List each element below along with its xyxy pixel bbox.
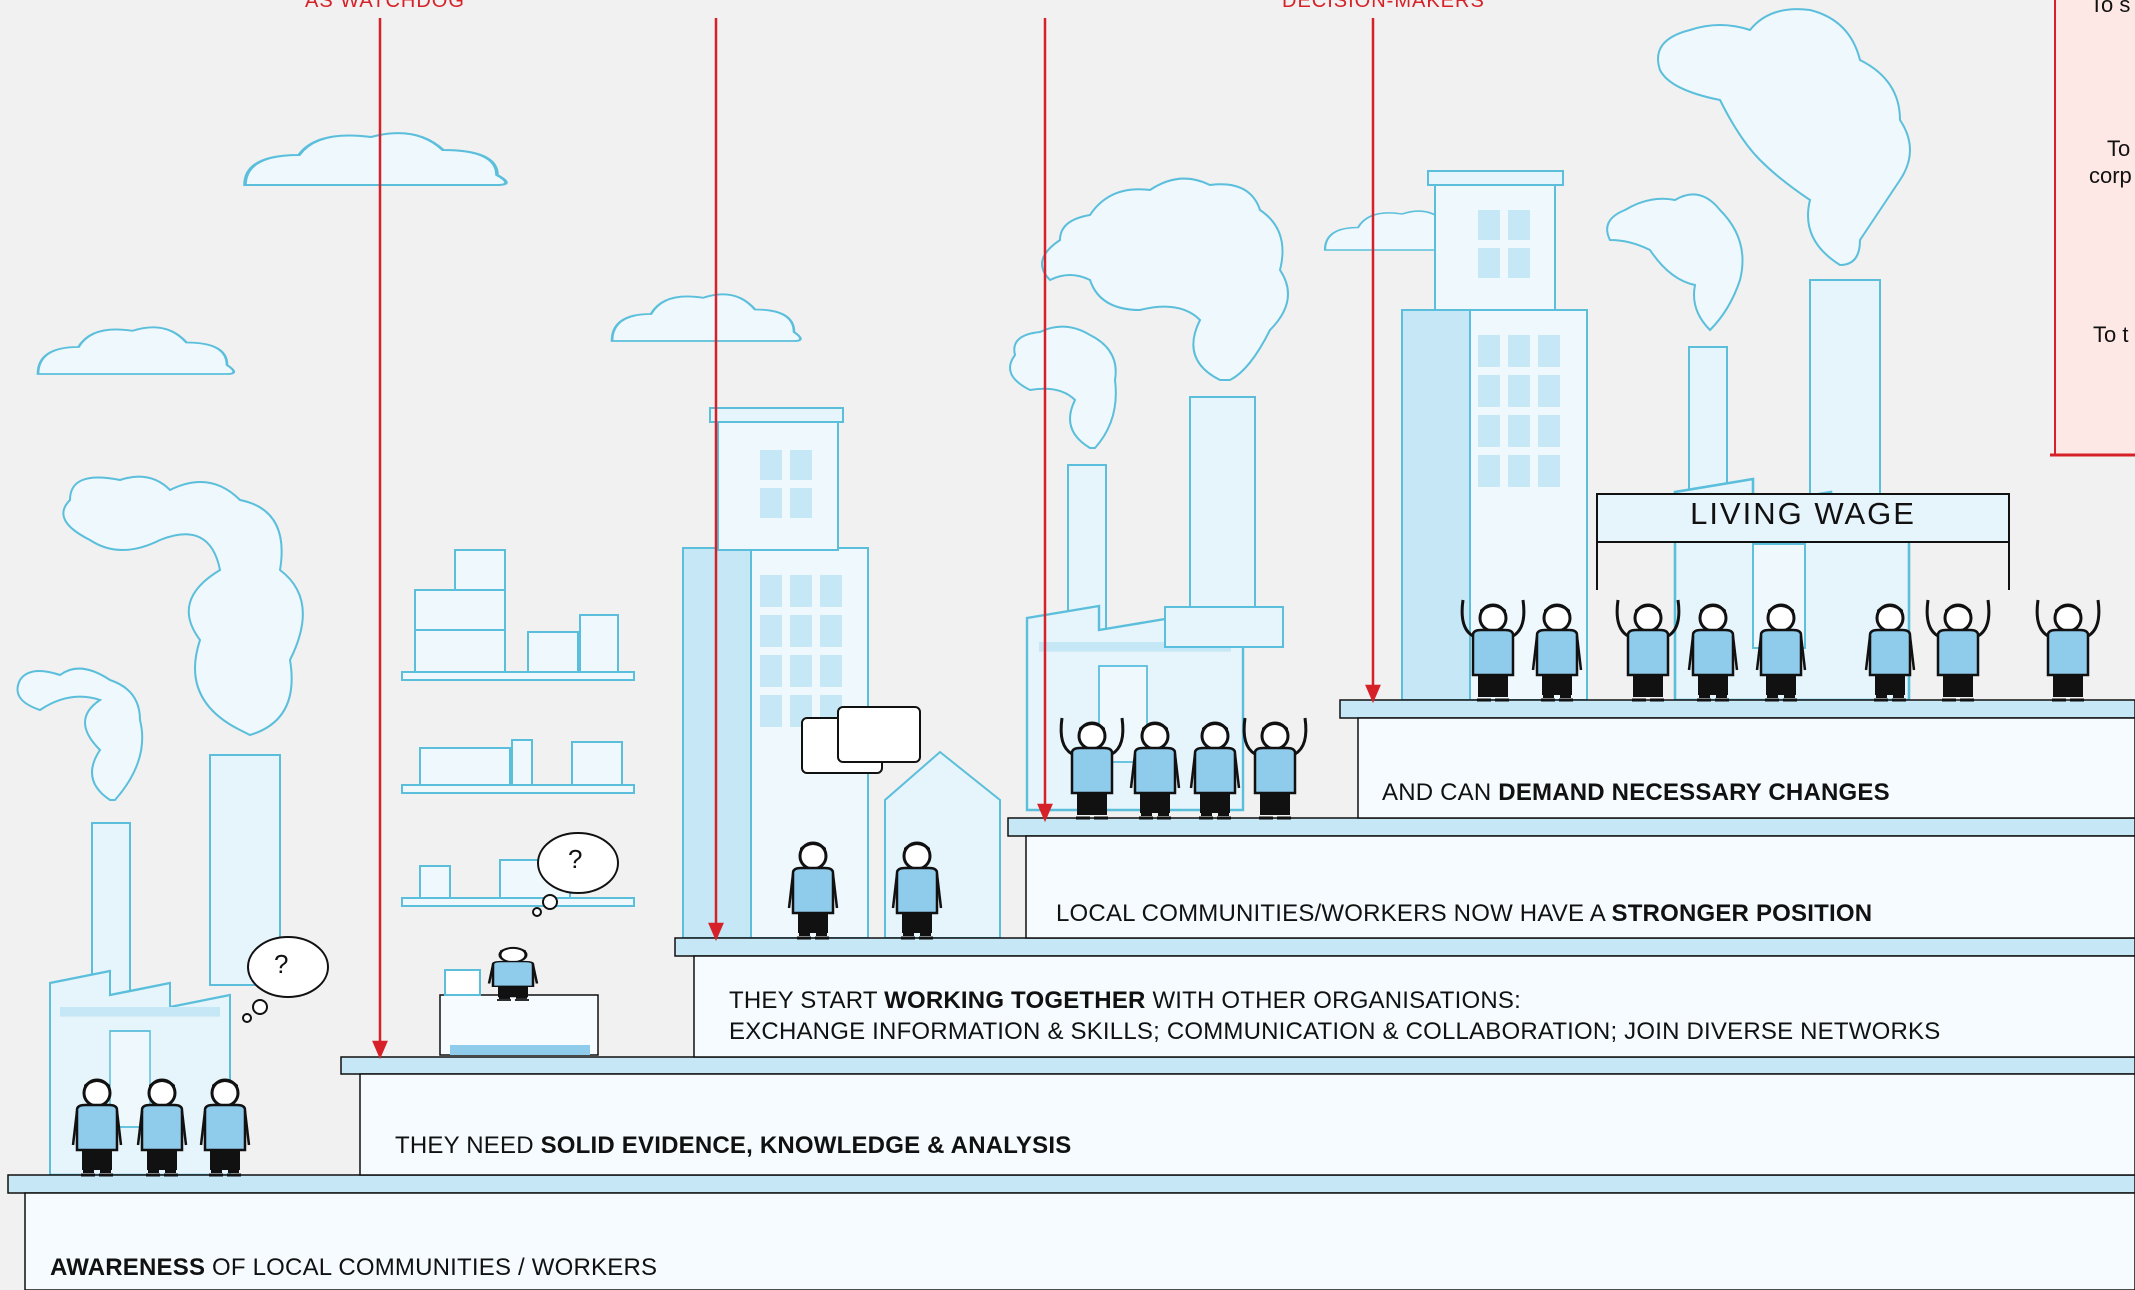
step-4-label: LOCAL COMMUNITIES/WORKERS NOW HAVE A STR… (1056, 900, 1873, 927)
bookshelves (401, 549, 635, 907)
living-wage-banner: LIVING WAGE (1690, 496, 1916, 531)
side-panel (2050, 0, 2135, 457)
staircase (7, 699, 2135, 1290)
smoke-plumes (16, 8, 1911, 801)
desk (439, 969, 599, 1056)
side-panel-text-1: To s (2090, 0, 2131, 17)
thought-question-1: ? (274, 949, 289, 979)
side-panel-text-2a: To (2107, 136, 2131, 161)
chimneys (91, 279, 1881, 1019)
side-panel-text-2b: corp (2089, 163, 2132, 188)
label-decision-makers: DECISION-MAKERS (1282, 0, 1485, 12)
living-wage-banner-frame (1596, 493, 2010, 590)
step-3-detail: EXCHANGE INFORMATION & SKILLS; COMMUNICA… (729, 1018, 1941, 1045)
side-panel-text-3: To t (2093, 322, 2129, 347)
label-as-watchdog: AS WATCHDOG (305, 0, 465, 12)
step-3-label: THEY START WORKING TOGETHER WITH OTHER O… (729, 987, 1522, 1014)
factories (48, 477, 1911, 1177)
step-1-label: AWARENESS OF LOCAL COMMUNITIES / WORKERS (50, 1254, 658, 1281)
speech-bubbles (801, 706, 921, 774)
thought-bubbles (242, 832, 619, 1023)
tower-windows (760, 210, 1560, 727)
thought-question-2: ? (568, 844, 583, 874)
step-5-label: AND CAN DEMAND NECESSARY CHANGES (1382, 779, 1890, 806)
red-arrows (372, 18, 1381, 1060)
step-2-label: THEY NEED SOLID EVIDENCE, KNOWLEDGE & AN… (395, 1132, 1072, 1159)
